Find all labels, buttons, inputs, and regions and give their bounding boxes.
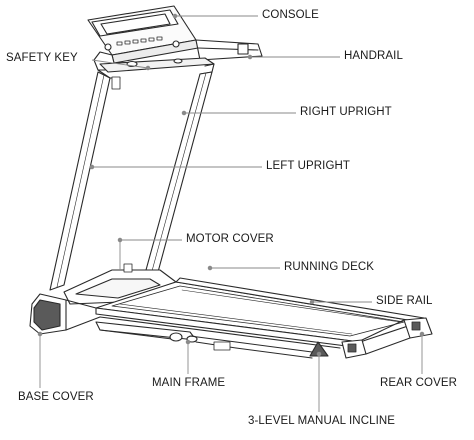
label-incline: 3-LEVEL MANUAL INCLINE [248,415,396,427]
label-rear-cover: REAR COVER [380,377,458,389]
label-side-rail: SIDE RAIL [376,295,433,307]
base-cover-shape [29,293,101,335]
label-main-frame: MAIN FRAME [152,377,226,389]
label-right-upright: RIGHT UPRIGHT [300,106,392,118]
label-safety-key: SAFETY KEY [6,52,78,64]
leader-lines [37,13,425,412]
label-left-upright: LEFT UPRIGHT [266,160,351,172]
label-base-cover: BASE COVER [18,391,94,403]
label-motor-cover: MOTOR COVER [186,233,274,245]
label-running-deck: RUNNING DECK [284,261,375,273]
rear-cover-shape [341,317,433,359]
side-rail-shape [95,277,425,349]
main-frame-shape [95,321,313,359]
running-deck-shape [95,281,421,343]
label-handrail: HANDRAIL [344,50,403,62]
console-shape [87,5,199,64]
left-upright-shape [49,71,121,291]
handrail-shape [93,39,263,79]
label-console: CONSOLE [262,9,319,21]
